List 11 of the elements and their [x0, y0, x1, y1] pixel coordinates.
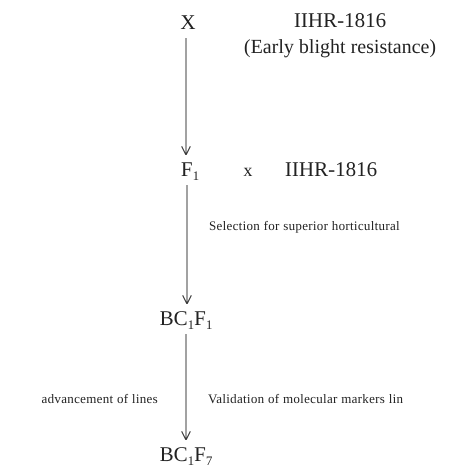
generation-label: IIHR-1816	[284, 157, 378, 181]
generation-label: BC$_{1}$F$_{7}$	[160, 442, 212, 466]
generation-label: X	[180, 10, 196, 34]
arrow	[182, 184, 192, 305]
edge-label: Selection for superior horticultural	[209, 218, 400, 234]
generation-label: F$_{1}$	[180, 157, 200, 181]
generation-label: BC$_{1}$F$_{1}$	[160, 306, 212, 330]
trait-note: (Early blight resistance)	[244, 35, 436, 60]
arrow	[180, 334, 192, 441]
arrow	[180, 38, 192, 156]
generation-label: IIHR-1816	[292, 8, 388, 32]
